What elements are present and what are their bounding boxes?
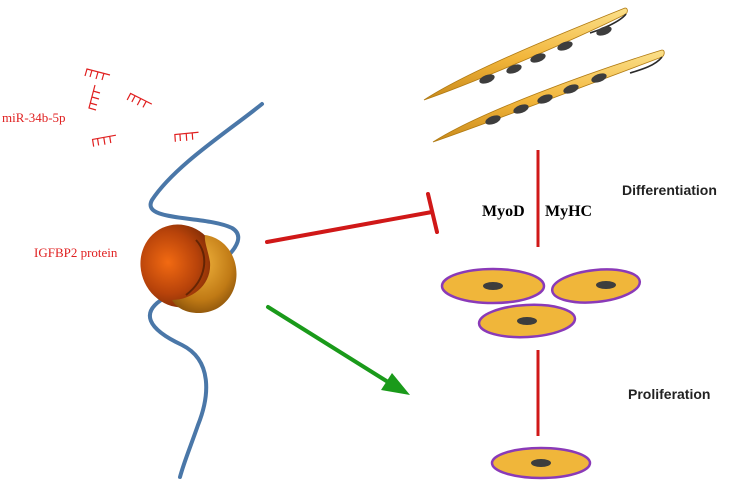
mirna-label: miR-34b-5p <box>2 110 66 125</box>
myoblast-icon <box>550 268 642 304</box>
myoblast-icon <box>440 267 546 305</box>
myoblast-icon <box>490 446 592 480</box>
mirna-comb-icon <box>91 134 117 147</box>
inhibition-arrow <box>265 192 439 244</box>
myotube-icon <box>423 7 628 101</box>
myod-label: MyoD <box>482 203 525 220</box>
myhc-label: MyHC <box>545 203 593 220</box>
mirna-comb-icon <box>88 84 101 111</box>
myoblast-icon <box>477 303 577 339</box>
mirna-comb-icon <box>174 131 199 142</box>
ribosome-icon <box>140 224 237 314</box>
mirna-comb-icon <box>126 92 153 108</box>
activation-arrow <box>266 305 410 395</box>
protein-label: IGFBP2 protein <box>34 245 118 260</box>
proliferation-label: Proliferation <box>628 386 711 402</box>
mirna-comb-icon <box>84 68 111 81</box>
differentiation-label: Differentiation <box>622 182 717 198</box>
myotube-icon <box>432 49 665 143</box>
mirna-group <box>84 68 199 147</box>
